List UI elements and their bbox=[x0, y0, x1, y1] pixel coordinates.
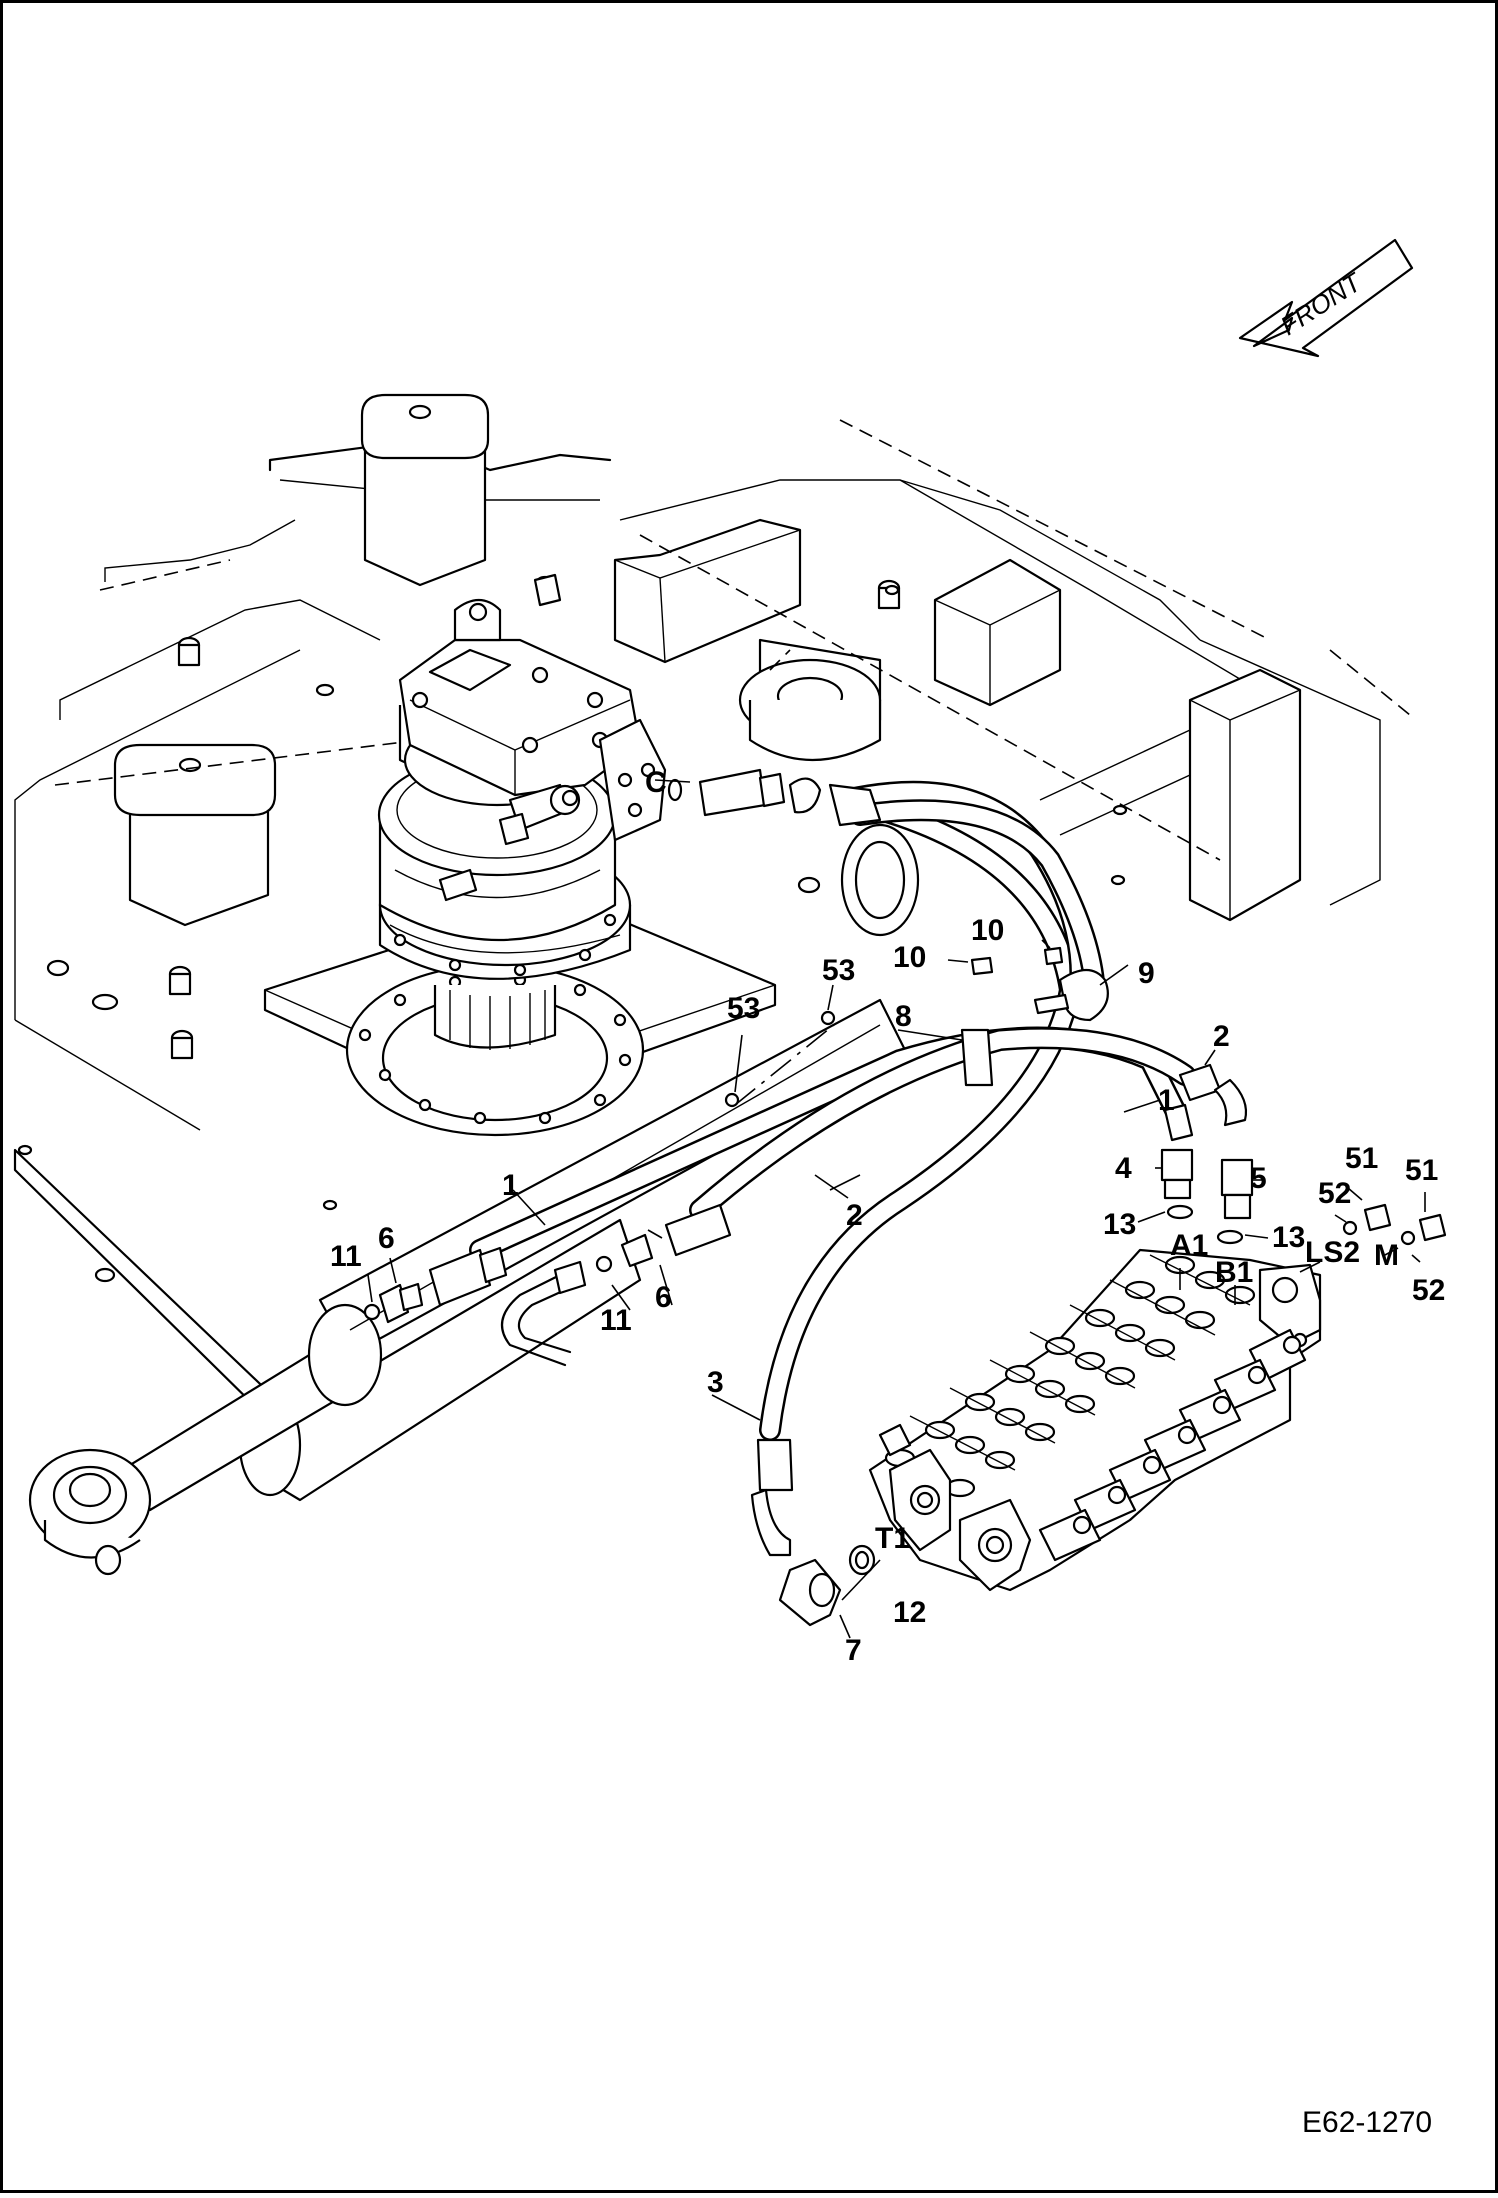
hose-fittings bbox=[363, 768, 1447, 1627]
callout-4: 4 bbox=[1115, 1152, 1132, 1185]
callout-labels: C A1 B1 LS2 M T1 1 1 2 2 3 4 5 6 6 7 8 9… bbox=[330, 766, 1445, 2139]
port-label-t1: T1 bbox=[875, 1522, 910, 1555]
callout-3: 3 bbox=[707, 1366, 724, 1399]
upper-frame bbox=[14, 393, 1411, 1283]
callout-52-right: 52 bbox=[1412, 1274, 1445, 1307]
callout-6-mid: 6 bbox=[655, 1281, 672, 1314]
callout-12: 12 bbox=[893, 1596, 926, 1629]
callout-13-left: 13 bbox=[1103, 1208, 1136, 1241]
port-label-ls2: LS2 bbox=[1305, 1236, 1360, 1269]
callout-11-left: 11 bbox=[330, 1240, 362, 1273]
callout-5: 5 bbox=[1250, 1162, 1267, 1195]
swing-motor bbox=[377, 573, 667, 1050]
callout-1-mid: 1 bbox=[502, 1169, 519, 1202]
callout-52-left: 52 bbox=[1318, 1177, 1351, 1210]
callout-13-right: 13 bbox=[1272, 1221, 1305, 1254]
callout-11-mid: 11 bbox=[600, 1304, 632, 1337]
port-label-b1: B1 bbox=[1215, 1256, 1253, 1289]
callout-53-right: 53 bbox=[822, 954, 855, 987]
drawing-id: E62-1270 bbox=[1302, 2106, 1432, 2139]
main-control-valve bbox=[868, 1248, 1322, 1592]
callout-8: 8 bbox=[895, 1000, 912, 1033]
callout-1-top: 1 bbox=[1158, 1084, 1175, 1117]
port-label-m: M bbox=[1374, 1239, 1399, 1272]
callout-7: 7 bbox=[845, 1634, 862, 1667]
callout-2-mid: 2 bbox=[846, 1199, 863, 1232]
callout-51-left: 51 bbox=[1345, 1142, 1378, 1175]
port-label-a1: A1 bbox=[1170, 1229, 1208, 1262]
callout-2-top: 2 bbox=[1213, 1020, 1230, 1053]
callout-10-left: 10 bbox=[893, 941, 926, 974]
port-label-c: C bbox=[645, 766, 667, 799]
callout-53-left: 53 bbox=[727, 992, 760, 1025]
leader-lines bbox=[367, 779, 1426, 1639]
callout-10-right: 10 bbox=[971, 914, 1004, 947]
callout-6-left: 6 bbox=[378, 1222, 395, 1255]
callout-51-right: 51 bbox=[1405, 1154, 1438, 1187]
callout-9: 9 bbox=[1138, 957, 1155, 990]
